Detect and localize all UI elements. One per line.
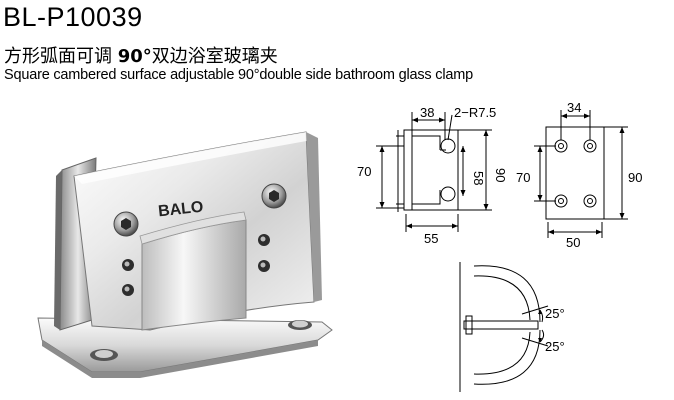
front-dim-height-outer: 90 bbox=[628, 170, 642, 185]
rotation-angle-top: 25° bbox=[545, 306, 565, 321]
rotation-angle-bottom: 25° bbox=[545, 339, 565, 354]
brand-logo-text: BALO bbox=[157, 199, 204, 221]
side-dim-height-inner: 70 bbox=[357, 164, 371, 179]
front-dim-width: 50 bbox=[566, 235, 580, 250]
side-dim-height-outer: 90 bbox=[493, 168, 508, 182]
title-english: Square cambered surface adjustable 90°do… bbox=[4, 67, 473, 83]
front-dim-top: 34 bbox=[567, 100, 581, 115]
title-chinese: 方形弧面可调 90°双边浴室玻璃夹 bbox=[4, 42, 278, 68]
base-plate bbox=[37, 317, 333, 378]
side-dim-width: 55 bbox=[424, 231, 438, 246]
side-radius-note: 2−R7.5 bbox=[454, 105, 496, 120]
front-dim-height-inner: 70 bbox=[516, 170, 530, 185]
side-dim-slot: 58 bbox=[471, 171, 486, 185]
model-number: BL-P10039 bbox=[3, 2, 143, 32]
title-cn-suffix: 双边浴室玻璃夹 bbox=[151, 46, 278, 67]
title-cn-prefix: 方形弧面可调 bbox=[4, 46, 118, 67]
title-cn-angle: 90° bbox=[117, 46, 152, 67]
clamp-body bbox=[73, 131, 322, 331]
side-dim-top: 38 bbox=[420, 105, 434, 120]
